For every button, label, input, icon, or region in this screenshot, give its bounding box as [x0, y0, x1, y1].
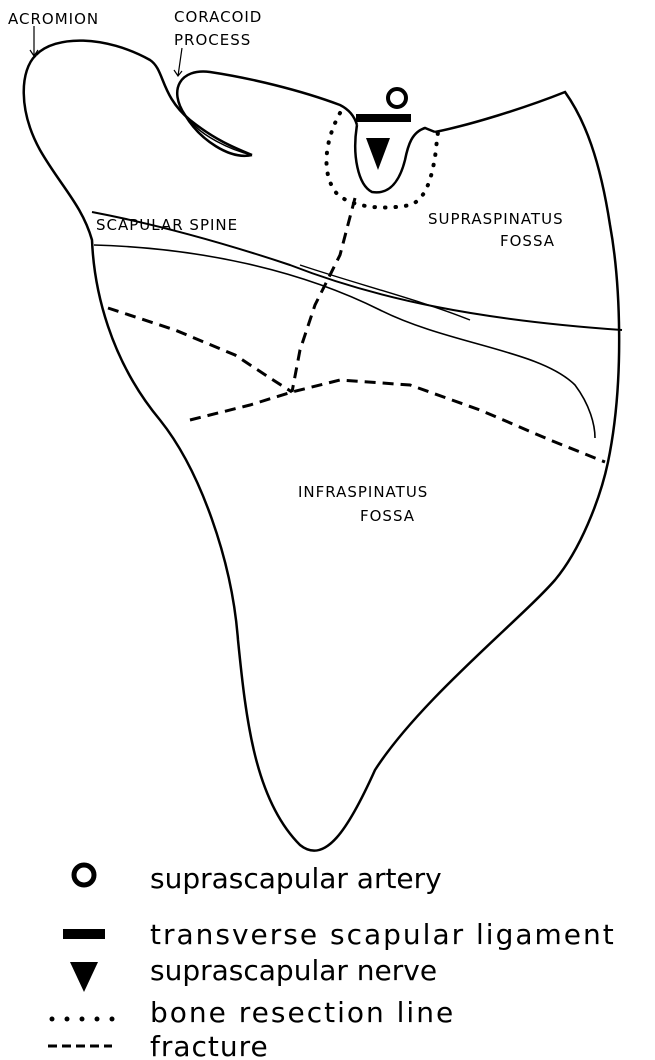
legend-label-fracture: fracture [150, 1030, 269, 1060]
legend-label-nerve: suprascapular nerve [150, 954, 437, 987]
suprascapular-notch [355, 125, 435, 192]
scapula-outline [24, 55, 619, 851]
legend-label-artery: suprascapular artery [150, 862, 442, 895]
legend-label-resection: bone resection line [150, 996, 455, 1029]
scapular-spine-label: SCAPULAR SPINE [96, 216, 238, 234]
legend-label-ligament: transverse scapular ligament [150, 918, 616, 951]
transverse-ligament-icon [356, 114, 411, 122]
acromion-arrow-icon [30, 26, 38, 56]
scapular-spine-lower [94, 245, 595, 438]
infraspinatus-label-line2: FOSSA [360, 507, 415, 525]
fracture-main [190, 380, 605, 462]
fracture-lateral [108, 308, 292, 392]
infraspinatus-label-line1: INFRASPINATUS [298, 483, 428, 501]
acromion-label: ACROMION [8, 10, 99, 28]
bone-resection-line [326, 113, 440, 208]
legend-ligament-icon [63, 929, 105, 939]
acromion-outline [36, 41, 252, 155]
legend-nerve-icon [70, 962, 98, 992]
coracoid-arrow-icon [174, 48, 182, 76]
label-arrows [30, 26, 182, 76]
suprascapular-artery-icon [388, 89, 406, 107]
legend-artery-icon [74, 865, 94, 885]
coracoid-label-line2: PROCESS [174, 31, 251, 49]
coracoid-label-line1: CORACOID [174, 8, 262, 26]
legend-dots-icon [50, 1017, 115, 1022]
supraspinatus-label-line1: SUPRASPINATUS [428, 210, 564, 228]
supraspinatus-label-line2: FOSSA [500, 232, 555, 250]
suprascapular-nerve-icon [366, 138, 390, 170]
legend: suprascapular artery transverse scapular… [48, 862, 616, 1060]
